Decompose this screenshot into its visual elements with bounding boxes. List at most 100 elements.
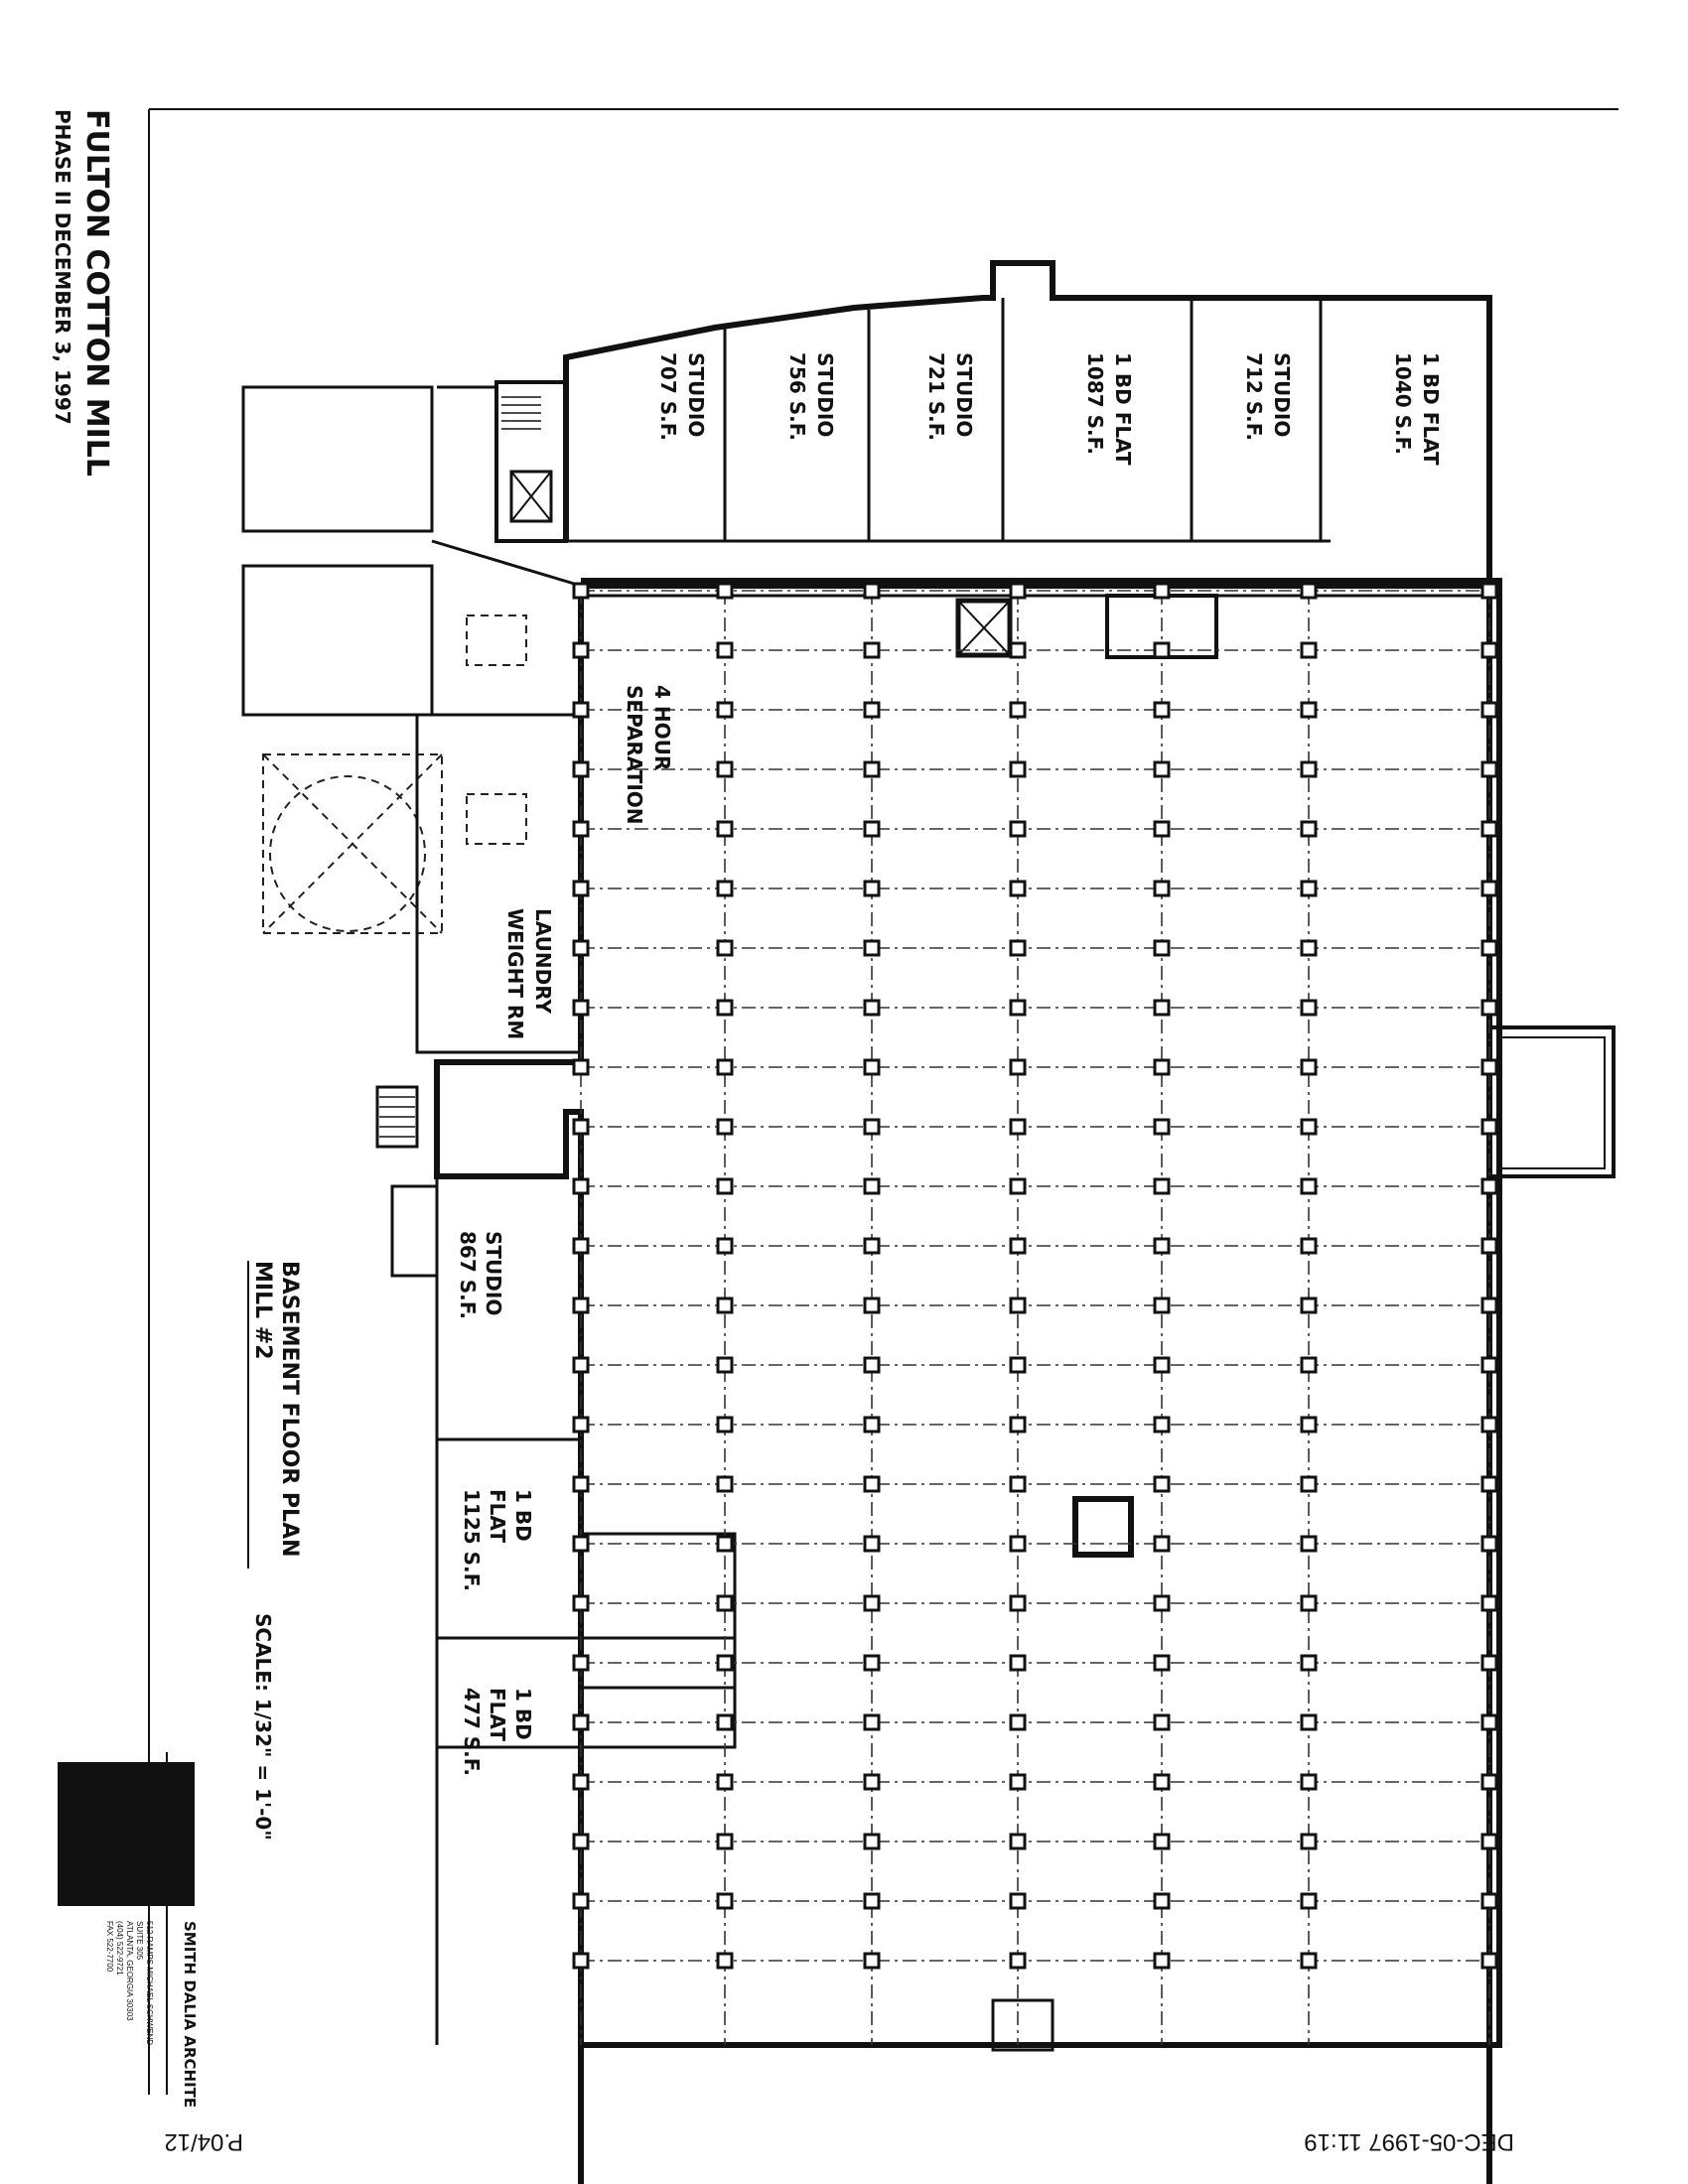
column-marker [1480,641,1498,659]
column-marker [1300,1892,1318,1910]
column-marker [1480,999,1498,1017]
column-marker [863,1713,881,1731]
south-room-area: 477 S.F. [460,1688,484,1776]
column-marker [572,999,590,1017]
architect-address-1: 512 RAMPS MICHAEL SCHWEND [145,1921,154,2045]
column-marker [1009,641,1027,659]
north-room-area: 1040 S.F. [1391,352,1415,455]
column-marker [1480,1118,1498,1136]
column-marker [863,760,881,778]
column-marker [1009,1118,1027,1136]
column-marker [1300,1952,1318,1970]
column-marker [716,939,734,957]
column-marker [1153,760,1171,778]
column-marker [1480,1058,1498,1076]
elevator-x2 [957,600,1011,656]
south-room-type: 1 BD [511,1489,535,1542]
column-marker [716,1713,734,1731]
column-marker [1009,1654,1027,1672]
column-marker [716,1535,734,1553]
column-marker [863,1356,881,1374]
column-marker [1480,701,1498,719]
column-marker [1300,1237,1318,1255]
column-marker [716,1833,734,1850]
column-marker [1009,880,1027,897]
column-marker [1009,760,1027,778]
exterior-stair-treads [379,1096,415,1138]
column-marker [1153,1237,1171,1255]
column-marker [1153,880,1171,897]
column-marker [572,820,590,838]
elevator-core [955,598,1013,658]
column-marker [716,1475,734,1493]
column-marker [1480,1535,1498,1553]
column-marker [716,1297,734,1314]
south-room-type: FLAT [486,1489,509,1543]
sheet-title: BASEMENT FLOOR PLAN [277,1261,302,1558]
column-marker [1480,880,1498,897]
east-bumpout [1487,1025,1616,1178]
building-label: MILL #2 [250,1261,275,1360]
column-marker [1480,1713,1498,1731]
column-marker [1153,1713,1171,1731]
column-marker [572,1713,590,1731]
column-marker [863,641,881,659]
column-marker [1480,1475,1498,1493]
column-marker [1009,1297,1027,1314]
column-marker [1480,1773,1498,1791]
column-marker [572,1594,590,1612]
column-marker [1480,1356,1498,1374]
column-marker [1300,701,1318,719]
south-bump [991,1998,1055,2052]
column-marker [572,760,590,778]
column-marker [716,1773,734,1791]
column-marker [1300,1475,1318,1493]
column-marker [572,1237,590,1255]
project-title: FULTON COTTON MILL [79,109,114,477]
column-marker [863,1654,881,1672]
column-marker [1153,1773,1171,1791]
column-marker [1300,1535,1318,1553]
column-marker [863,1058,881,1076]
column-marker [1480,1594,1498,1612]
tank-circle [269,775,426,932]
column-marker [1300,641,1318,659]
column-marker [572,1416,590,1433]
column-marker [863,1833,881,1850]
column-marker [1480,1892,1498,1910]
column-marker [1480,1297,1498,1314]
column-marker [1009,1594,1027,1612]
dashed-box-1 [466,614,527,666]
column-marker [1009,582,1027,600]
fax-timestamp: DEC-05-1997 11:19 [1304,2128,1514,2155]
column-marker [1300,820,1318,838]
column-marker [863,1952,881,1970]
column-marker [1153,1892,1171,1910]
separation-label-2: SEPARATION [623,685,646,825]
column-marker [572,641,590,659]
column-marker [1009,701,1027,719]
column-marker [1009,1535,1027,1553]
column-marker [1300,1416,1318,1433]
column-marker [572,1892,590,1910]
dashed-box-2 [466,793,527,845]
column-marker [1300,1177,1318,1195]
column-marker [863,1594,881,1612]
column-marker [863,1475,881,1493]
column-marker [1480,1952,1498,1970]
column-marker [716,820,734,838]
column-marker [572,1118,590,1136]
north-room-type: 1 BD FLAT [1419,352,1443,466]
column-marker [572,701,590,719]
central-shaft [1072,1496,1134,1558]
column-marker [716,1416,734,1433]
column-marker [863,880,881,897]
column-marker [572,1058,590,1076]
tank-x2 [262,753,443,934]
column-marker [572,1833,590,1850]
exterior-stair [375,1085,419,1149]
column-marker [716,1952,734,1970]
column-marker [1480,1416,1498,1433]
separation-label-1: 4 HOUR [650,685,674,770]
